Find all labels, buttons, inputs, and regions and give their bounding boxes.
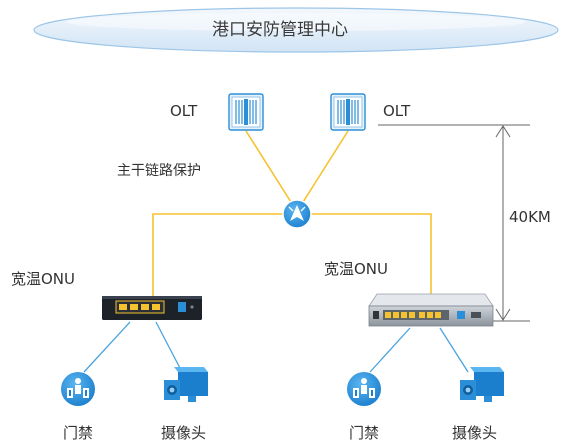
right-access-label: 门禁 (349, 424, 380, 442)
camera-icon (460, 367, 504, 402)
door-access-icon (61, 372, 95, 406)
olt-rack-icon (330, 93, 366, 131)
door-access-icon (347, 372, 381, 406)
fiber-olt-right (297, 130, 349, 211)
onu-right-label: 宽温ONU (324, 260, 389, 278)
link-left-access (83, 321, 131, 373)
camera-icon (164, 367, 208, 402)
fiber-olt-left (245, 130, 297, 211)
onu-left-label: 宽温ONU (11, 270, 76, 288)
trunk-fiber-lines (245, 130, 349, 211)
link-left-camera (155, 321, 183, 373)
fiber-onu-left (152, 213, 283, 296)
olt-rack-icon (228, 93, 264, 131)
right-camera-label: 摄像头 (452, 424, 498, 442)
distance-label: 40KM (509, 208, 551, 226)
onu-rack-icon (368, 293, 494, 327)
left-access-label: 门禁 (63, 424, 94, 442)
fiber-onu-right (311, 213, 432, 294)
left-camera-label: 摄像头 (161, 424, 207, 442)
management-center-title: 港口安防管理中心 (212, 20, 348, 40)
link-right-access (369, 327, 411, 373)
feeder-fiber-lines (152, 213, 432, 296)
optical-splitter-icon (282, 199, 312, 229)
olt-right-label: OLT (383, 102, 411, 120)
olt-left-label: OLT (170, 102, 198, 120)
distance-dimension (378, 124, 530, 322)
onu-compact-icon (102, 296, 202, 320)
trunk-protection-label: 主干链路保护 (117, 163, 201, 179)
access-links (83, 321, 469, 373)
management-cloud (33, 7, 559, 53)
link-right-camera (439, 327, 469, 373)
